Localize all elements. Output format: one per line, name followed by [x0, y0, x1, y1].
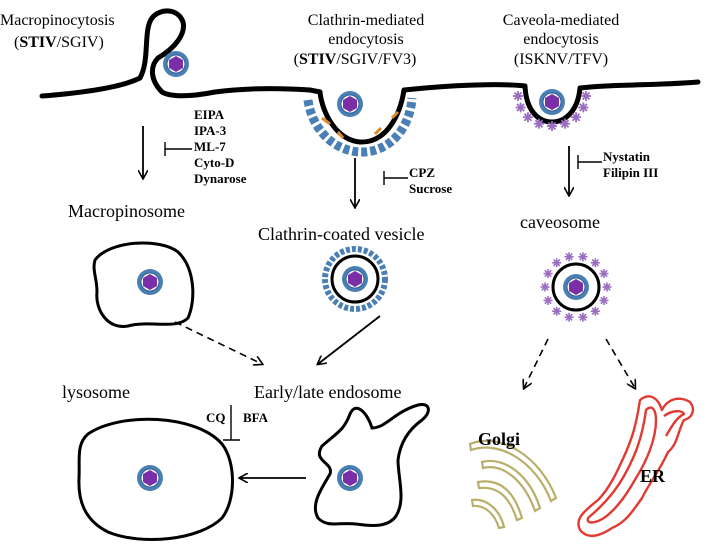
caveola-title-1: Caveola-mediated — [503, 12, 619, 29]
caveolin-mark — [516, 103, 525, 112]
lysosome — [77, 417, 234, 541]
caveolin-mark — [579, 313, 587, 321]
clathrin-virus: (STIV/SGIV/FV3) — [294, 51, 417, 68]
virion-caveola — [538, 88, 566, 116]
endosome-label: Early/late endosome — [254, 382, 401, 402]
caveolin-mark — [552, 307, 561, 315]
caveolin-mark — [581, 91, 591, 101]
inhibitor-sucrose: Sucrose — [409, 181, 452, 196]
clathrin-coated-vesicle — [322, 246, 388, 312]
caveolin-mark — [523, 113, 533, 122]
endoplasmic-reticulum — [577, 395, 695, 538]
virion-macropinosome — [136, 268, 164, 296]
clathrin-coat — [303, 97, 417, 157]
inhibitor-cq: CQ — [206, 410, 226, 425]
caveolin-mark — [565, 313, 573, 321]
caveolin-mark — [591, 259, 600, 267]
macropinosome-label: Macropinosome — [68, 201, 185, 221]
caveolin-mark — [560, 119, 570, 128]
endosome — [313, 402, 430, 528]
virion-lysosome — [136, 464, 164, 492]
virion-endosome — [336, 464, 364, 492]
caveolin-mark — [544, 296, 552, 305]
caveolin-mark — [579, 253, 587, 261]
caveolin-mark — [600, 296, 608, 305]
caveolin-mark — [571, 113, 581, 122]
macropinocytosis-title: Macropinocytosis — [0, 12, 115, 29]
inhibitor-cpz: CPZ — [409, 165, 435, 180]
virion-macropinocytosis — [162, 50, 190, 78]
inhibitor-dynarose: Dynarose — [194, 171, 247, 186]
clathrin-title-1: Clathrin-mediated — [308, 12, 424, 29]
golgi-apparatus — [468, 439, 558, 530]
macropinocytosis-virus: (STIV/SGIV) — [14, 34, 104, 51]
inhibitor-cytod: Cyto-D — [194, 155, 234, 170]
macropinosome — [92, 241, 195, 328]
clathrin-vesicle-label: Clathrin-coated vesicle — [258, 224, 424, 244]
plasma-membrane — [39, 8, 701, 145]
dashed-arrow-to-golgi — [524, 338, 549, 388]
caveolin-mark — [591, 307, 600, 315]
golgi-label: Golgi — [478, 429, 520, 449]
caveolin-mark — [541, 283, 549, 291]
caveolin-coat — [513, 91, 591, 131]
inhibitor-ml7: ML-7 — [194, 139, 226, 154]
adaptor-proteins — [321, 110, 400, 139]
inhibitor-bfa: BFA — [243, 410, 269, 425]
virion-clathrin-pit — [336, 90, 364, 118]
caveolin-mark — [547, 121, 557, 131]
arrow-vesicle-to-endosome — [318, 315, 381, 364]
caveola-title-2: endocytosis — [523, 31, 599, 48]
caveola-virus: (ISKNV/TFV) — [514, 51, 608, 68]
caveolin-mark — [534, 119, 544, 128]
caveolin-mark — [579, 103, 588, 112]
dashed-arrow-to-er — [605, 338, 635, 388]
caveolin-mark — [565, 253, 573, 261]
inhibitor-nystatin: Nystatin — [603, 149, 651, 164]
caveolin-mark — [552, 259, 561, 267]
caveolin-mark — [544, 269, 552, 278]
inhibitor-ipa3: IPA-3 — [194, 123, 227, 138]
caveosome-label: caveosome — [520, 212, 600, 232]
er-label: ER — [640, 466, 666, 486]
inhibitor-filipin: Filipin III — [603, 165, 658, 180]
clathrin-title-2: endocytosis — [328, 31, 404, 48]
inhibitor-eipa: EIPA — [194, 107, 225, 122]
caveolin-mark — [513, 91, 523, 101]
caveosome — [540, 252, 612, 322]
caveolin-mark — [600, 269, 608, 278]
lysosome-label: lysosome — [62, 382, 130, 402]
caveolin-mark — [603, 283, 611, 291]
dashed-arrow-macropinosome-to-endosome — [174, 321, 262, 364]
